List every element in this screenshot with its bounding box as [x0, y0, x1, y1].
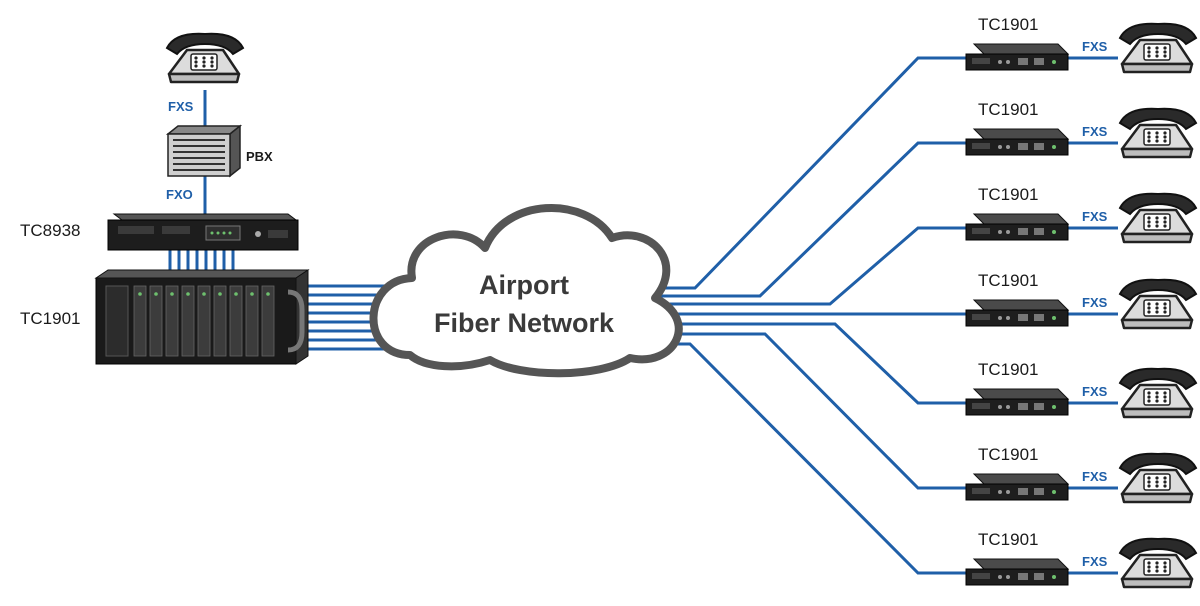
- remote-link-6: FXS: [1082, 469, 1108, 484]
- remote-link-1: FXS: [1082, 39, 1108, 54]
- remote-label-3: TC1901: [978, 185, 1039, 204]
- pbx-label: PBX: [246, 149, 273, 164]
- telephone-icon: [1118, 107, 1198, 159]
- pbx-icon: [165, 124, 243, 178]
- fiber-links: [168, 56, 1118, 575]
- cloud-label-line1: Airport: [479, 270, 569, 300]
- remote-link-3: FXS: [1082, 209, 1108, 224]
- remote-label-4: TC1901: [978, 271, 1039, 290]
- remote-label-6: TC1901: [978, 445, 1039, 464]
- remote-link-7: FXS: [1082, 554, 1108, 569]
- converter-icon: [965, 558, 1069, 586]
- mux-label: TC8938: [20, 221, 81, 240]
- telephone-icon: [1118, 192, 1198, 244]
- fxo-label: FXO: [166, 187, 193, 202]
- remote-link-2: FXS: [1082, 124, 1108, 139]
- telephone-icon: [1118, 367, 1198, 419]
- remote-label-1: TC1901: [978, 15, 1039, 34]
- fxs-label-central: FXS: [168, 99, 194, 114]
- telephone-icon: [1118, 22, 1198, 74]
- cloud-icon: [369, 204, 683, 378]
- telephone-icon: [165, 32, 245, 84]
- telephone-icon: [1118, 537, 1198, 589]
- telephone-icon: [1118, 278, 1198, 330]
- converter-icon: [965, 473, 1069, 501]
- converter-icon: [965, 128, 1069, 156]
- cloud-label-line2: Fiber Network: [433, 308, 615, 338]
- chassis-label: TC1901: [20, 309, 81, 328]
- remote-label-7: TC1901: [978, 530, 1039, 549]
- converter-icon: [965, 43, 1069, 71]
- remote-link-5: FXS: [1082, 384, 1108, 399]
- rack-mux-icon: [107, 213, 299, 251]
- telephone-icon: [1118, 452, 1198, 504]
- remote-label-2: TC1901: [978, 100, 1039, 119]
- converter-icon: [965, 388, 1069, 416]
- remote-label-5: TC1901: [978, 360, 1039, 379]
- converter-icon: [965, 299, 1069, 327]
- converter-icon: [965, 213, 1069, 241]
- chassis-icon: [94, 269, 310, 365]
- remote-link-4: FXS: [1082, 295, 1108, 310]
